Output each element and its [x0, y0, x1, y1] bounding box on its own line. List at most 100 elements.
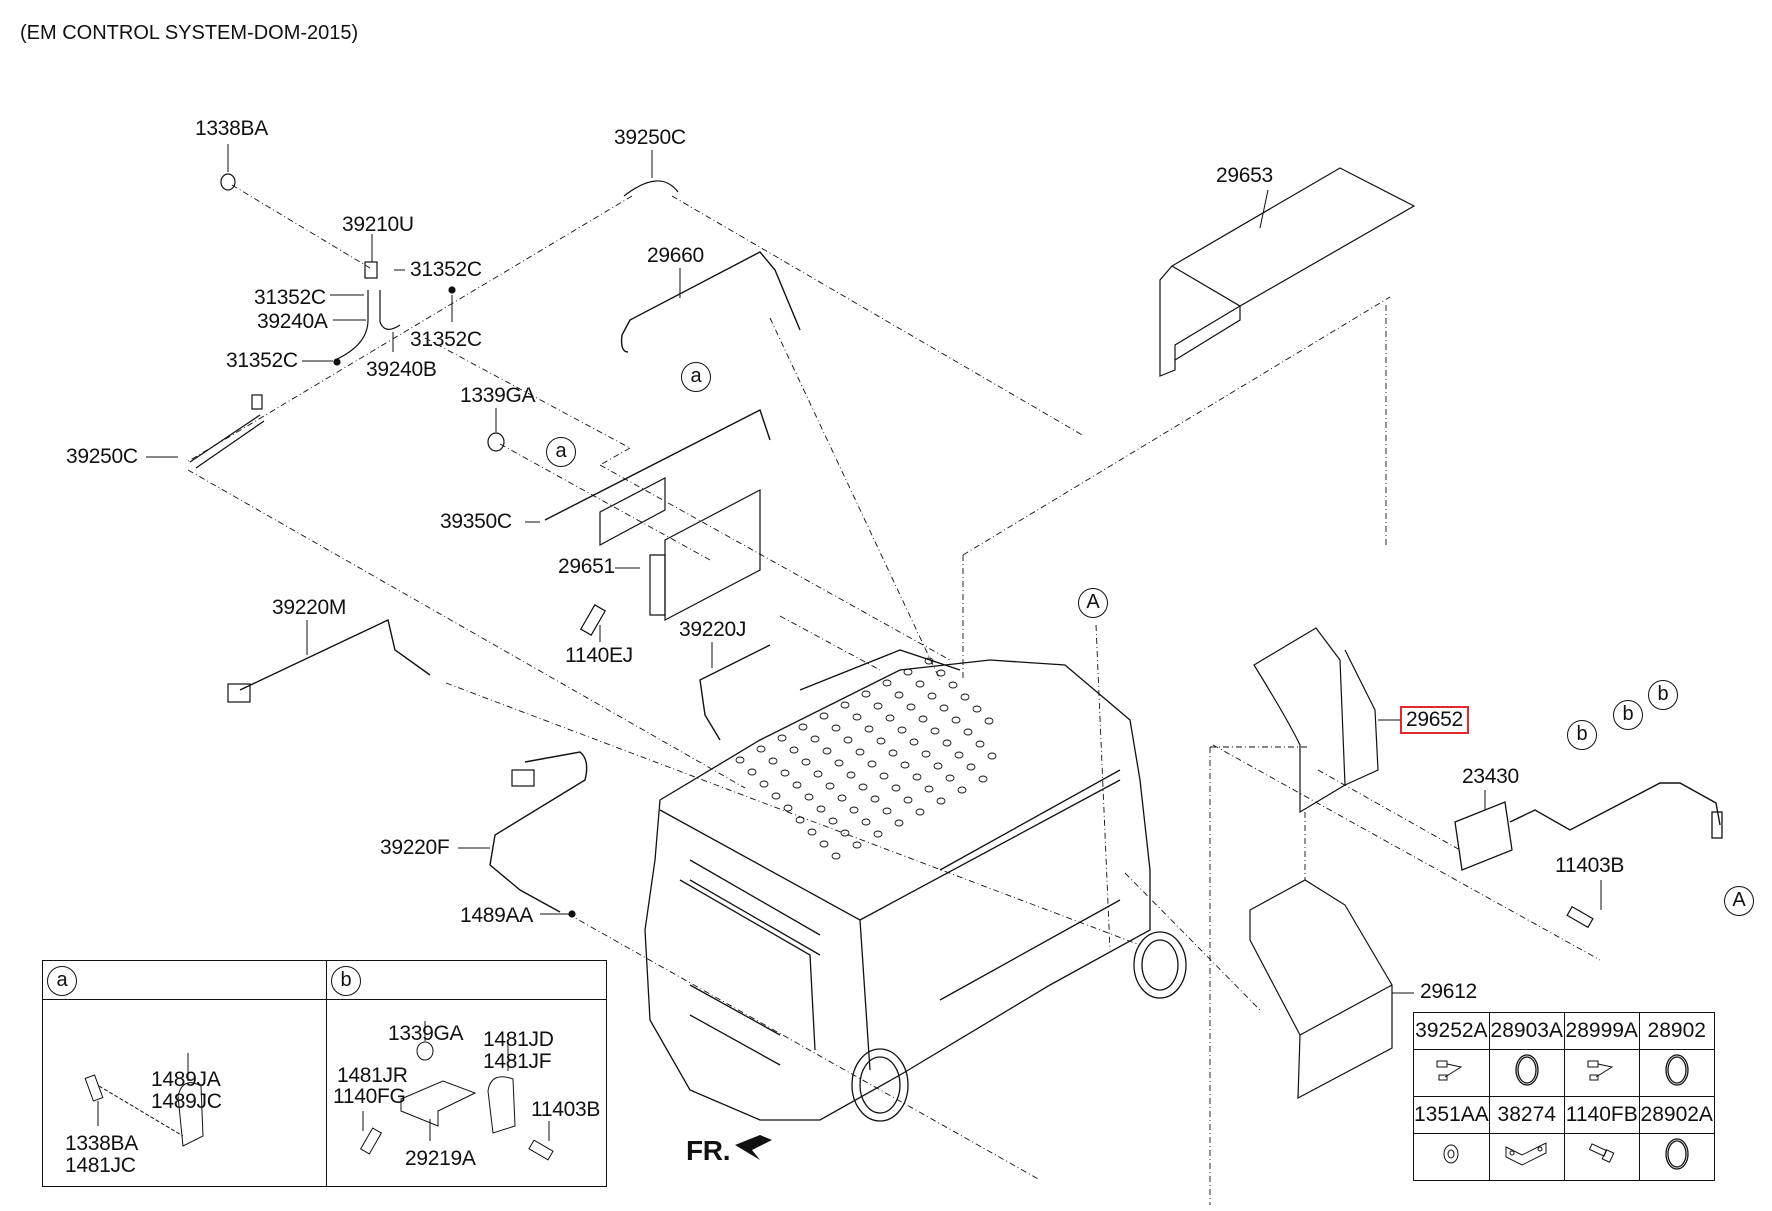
perforation-hole [927, 692, 937, 700]
callout-39250C-left[interactable]: 39250C [66, 445, 138, 468]
perforation-hole [819, 712, 829, 720]
part-code[interactable]: 39252A [1413, 1012, 1490, 1050]
callout-39220F[interactable]: 39220F [380, 836, 450, 859]
ref-marker-a: a [546, 437, 576, 467]
part-code[interactable]: 1351AA [1413, 1096, 1490, 1134]
callout-39220J[interactable]: 39220J [679, 618, 747, 641]
part-code[interactable]: 1140FB [1563, 1096, 1640, 1134]
callout-31352C[interactable]: 31352C [410, 258, 482, 281]
sensor-39220M [239, 618, 431, 691]
parts-table: 39252A 28903A 28999A 28902 1351AA 38274 … [1413, 1012, 1715, 1181]
front-direction-label: FR. [686, 1135, 731, 1166]
perforation-hole [804, 793, 814, 801]
perforation-hole [915, 680, 925, 688]
perforation-hole [936, 797, 946, 805]
perforation-hole [897, 726, 907, 734]
perforation-hole [768, 757, 778, 765]
perforation-hole [870, 795, 880, 803]
part-code[interactable]: 28999A [1563, 1012, 1640, 1050]
perforation-hole [825, 782, 835, 790]
sensor-hose-group [189, 173, 679, 469]
sensor-39220J [699, 644, 771, 741]
perforation-hole [831, 852, 841, 860]
perforation-hole [852, 841, 862, 849]
callout-39240A[interactable]: 39240A [257, 310, 328, 333]
perforation-hole [948, 681, 958, 689]
perforation-hole [801, 758, 811, 766]
perforation-hole [777, 734, 787, 742]
part-code[interactable]: 38274 [1488, 1096, 1565, 1134]
perforation-hole [756, 745, 766, 753]
bracket-29652 [1253, 627, 1379, 814]
callout-1339GA[interactable]: 1339GA [460, 384, 536, 407]
sensor-29660 [620, 251, 801, 353]
legend-b-label: 29219A [405, 1147, 476, 1170]
callout-39240B[interactable]: 39240B [366, 358, 437, 381]
callout-31352C[interactable]: 31352C [254, 286, 326, 309]
perforation-hole [735, 756, 745, 764]
perforation-hole [840, 829, 850, 837]
perforation-hole [942, 739, 952, 747]
perforation-hole [906, 703, 916, 711]
callout-1489AA[interactable]: 1489AA [460, 904, 533, 927]
callout-31352C[interactable]: 31352C [226, 349, 298, 372]
ref-marker-a: a [681, 362, 711, 392]
callout-39250C[interactable]: 39250C [614, 126, 686, 149]
perforation-hole [759, 780, 769, 788]
perforation-hole [834, 759, 844, 767]
shield-29612 [1249, 879, 1393, 1100]
perforation-hole [822, 747, 832, 755]
callout-29660[interactable]: 29660 [647, 244, 704, 267]
legend-b-label: 1339GA [388, 1022, 464, 1045]
perforation-hole [819, 840, 829, 848]
legend-marker-a: a [47, 966, 77, 996]
part-code[interactable]: 28902A [1638, 1096, 1715, 1134]
perforation-hole [837, 794, 847, 802]
perforation-hole [960, 693, 970, 701]
callout-39210U[interactable]: 39210U [342, 213, 414, 236]
legend-b-label: 1481JF [483, 1050, 552, 1073]
perforation-hole [894, 691, 904, 699]
perforation-hole [951, 716, 961, 724]
perforation-hole [858, 783, 868, 791]
perforation-hole [921, 750, 931, 758]
perforation-hole [771, 792, 781, 800]
dpf-assembly [644, 649, 1187, 1122]
perforation-hole [792, 781, 802, 789]
perforation-hole [936, 669, 946, 677]
part-code[interactable]: 28902 [1638, 1012, 1715, 1050]
perforation-hole [846, 771, 856, 779]
bracket-icon [1505, 1142, 1547, 1166]
perforation-hole [816, 805, 826, 813]
callout-39220M[interactable]: 39220M [272, 596, 347, 619]
diagram-title: (EM CONTROL SYSTEM-DOM-2015) [20, 22, 359, 44]
callout-1140EJ[interactable]: 1140EJ [565, 644, 633, 667]
ref-marker-b: b [1567, 720, 1597, 750]
perforation-hole [843, 736, 853, 744]
front-arrow-icon [735, 1135, 772, 1160]
perforation-hole [933, 762, 943, 770]
perforation-hole [861, 818, 871, 826]
parts-table-icon-row [1413, 1133, 1715, 1181]
perforation-hole [888, 749, 898, 757]
callout-29653[interactable]: 29653 [1216, 164, 1273, 187]
perforation-hole [903, 668, 913, 676]
legend-header [43, 961, 606, 1000]
callout-29651[interactable]: 29651 [558, 555, 615, 578]
callout-31352C[interactable]: 31352C [410, 328, 482, 351]
perforation-hole [789, 746, 799, 754]
callout-1338BA[interactable]: 1338BA [195, 117, 268, 140]
part-code[interactable]: 28903A [1488, 1012, 1565, 1050]
perforation-hole [978, 775, 988, 783]
callout-39350C[interactable]: 39350C [440, 510, 512, 533]
perforation-hole [873, 830, 883, 838]
perforation-hole [864, 725, 874, 733]
callout-29652-highlighted[interactable]: 29652 [1400, 706, 1469, 734]
callout-29612[interactable]: 29612 [1420, 980, 1477, 1003]
legend-b-label: 1140FG [333, 1085, 406, 1108]
bolt-1140EJ [579, 604, 607, 636]
callout-23430[interactable]: 23430 [1462, 765, 1519, 788]
callout-11403B[interactable]: 11403B [1555, 854, 1625, 877]
perforation-hole [783, 804, 793, 812]
